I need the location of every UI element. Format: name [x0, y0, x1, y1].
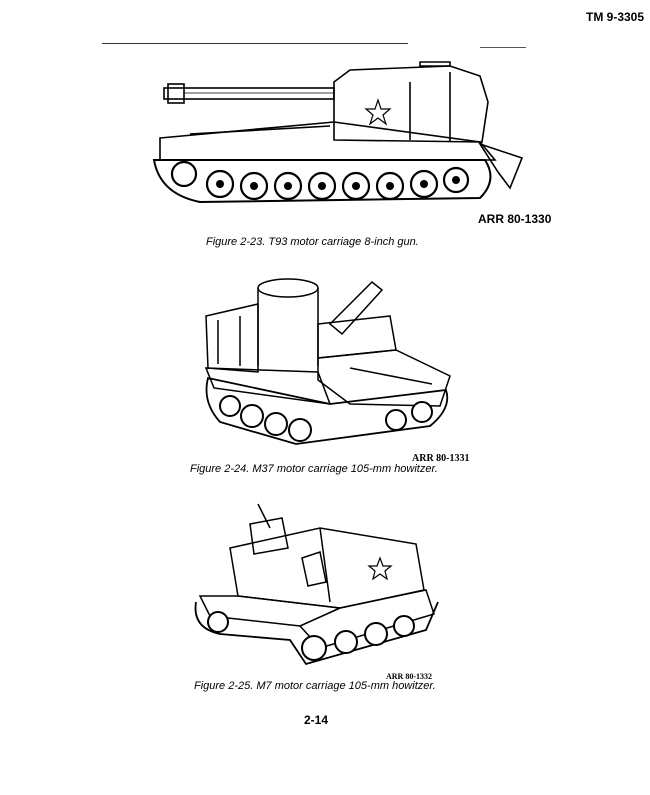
figure-caption-2-24: Figure 2-24. M37 motor carriage 105-mm h…	[190, 463, 438, 475]
header-rule-short	[480, 47, 526, 48]
document-number: TM 9-3305	[586, 10, 645, 24]
figure-ref-2-25: ARR 80-1332	[386, 672, 432, 681]
m7-howitzer-illustration	[194, 503, 439, 666]
page-number: 2-14	[304, 713, 329, 727]
header-rule	[102, 43, 408, 44]
figure-ref-2-23: ARR 80-1330	[478, 212, 552, 226]
t93-gun-illustration	[152, 61, 524, 204]
figure-ref-2-24: ARR 80-1331	[412, 453, 470, 464]
figure-caption-2-25: Figure 2-25. M7 motor carriage 105-mm ho…	[194, 680, 436, 692]
figure-caption-2-23: Figure 2-23. T93 motor carriage 8-inch g…	[206, 236, 419, 248]
m37-howitzer-illustration	[204, 278, 451, 445]
